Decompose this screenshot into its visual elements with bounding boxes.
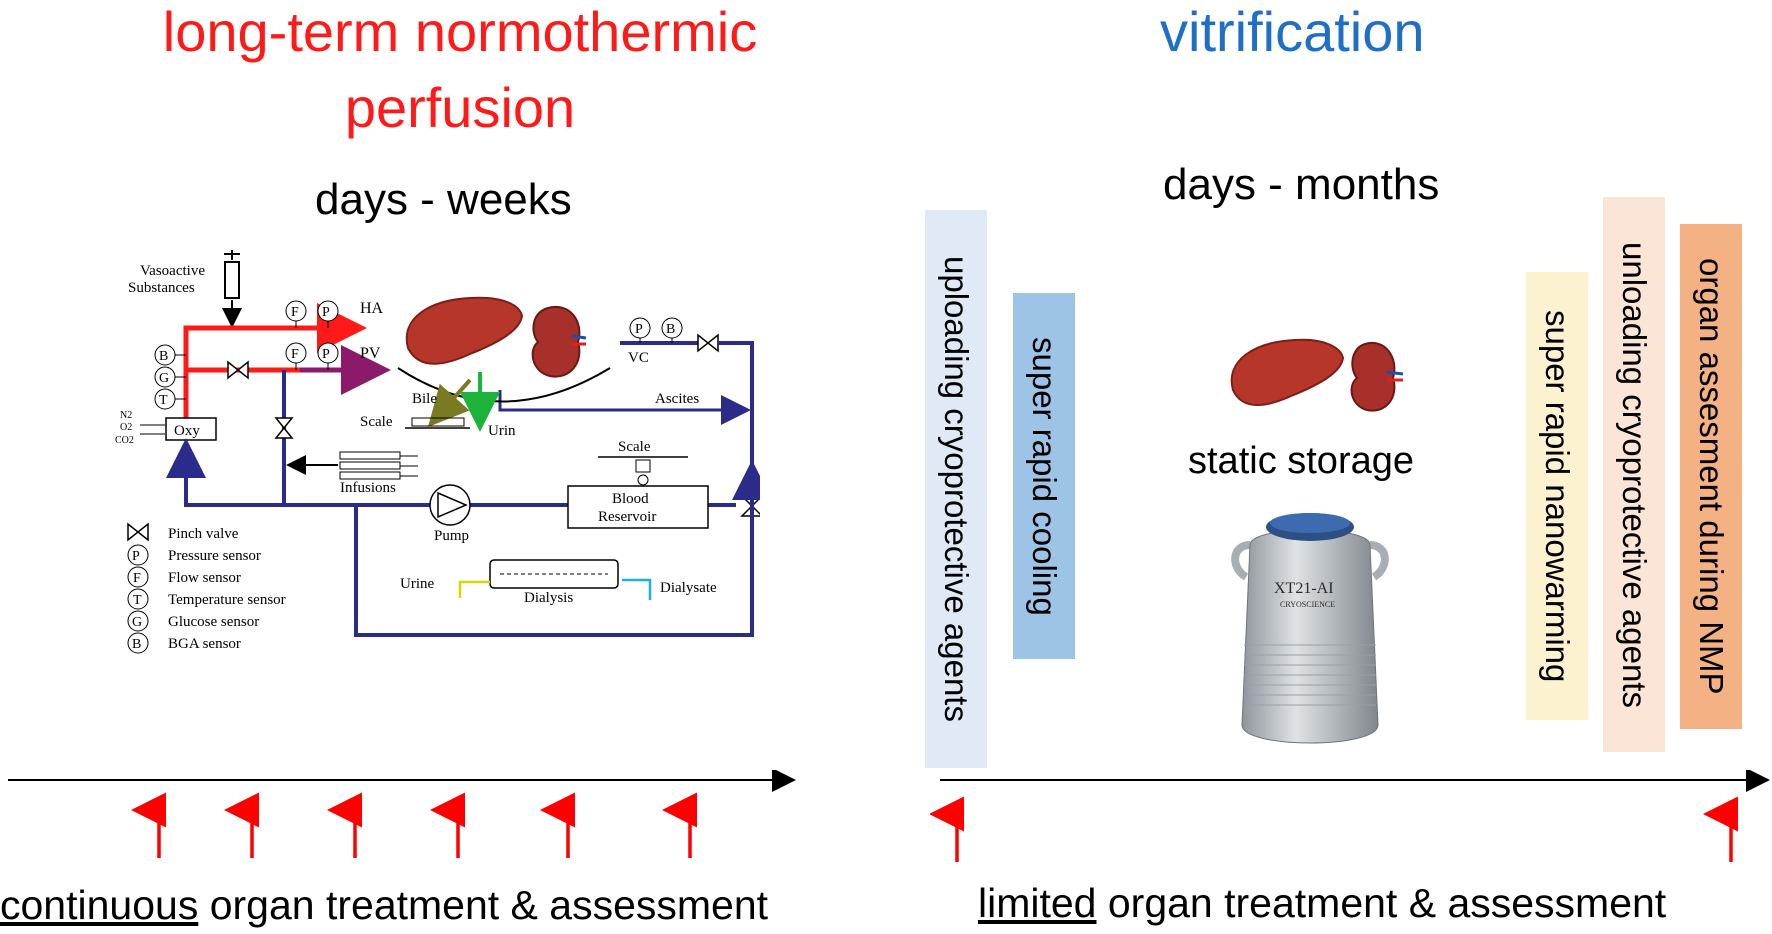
svg-text:G: G (132, 615, 142, 630)
left-caption-underlined: continuous (0, 882, 199, 928)
temperature-sensor-icon: T (154, 388, 186, 410)
legend-item-flow-sensor: F Flow sensor (127, 566, 241, 588)
dialysis-cartridge-icon (489, 559, 619, 589)
svg-text:P: P (132, 549, 140, 564)
bga-sensor-icon-vc: B (661, 317, 683, 343)
pressure-sensor-icon-ha: P (317, 300, 339, 328)
vasoactive-label-2: Substances (128, 280, 195, 296)
blood-reservoir-box (567, 485, 709, 529)
svg-text:B: B (666, 322, 675, 337)
svg-text:F: F (291, 347, 299, 362)
ascites-label: Ascites (655, 391, 699, 407)
svg-text:Glucose sensor: Glucose sensor (168, 614, 259, 630)
left-caption: continuous organ treatment & assessment (0, 882, 768, 929)
bile-scale-label: Scale (360, 414, 393, 430)
dialysate-label: Dialysate (660, 580, 717, 596)
liver-icon (1230, 338, 1345, 406)
dewar-maker: CRYOSCIENCE (1280, 600, 1335, 609)
vc-label: VC (628, 350, 649, 366)
liver-icon (405, 296, 524, 365)
infusions-label: Infusions (340, 480, 396, 496)
pv-label: PV (360, 345, 381, 362)
bile-label: Bile (412, 391, 437, 407)
left-timeline (8, 770, 796, 858)
left-title-line2: perfusion (344, 76, 576, 139)
legend-item-glucose-sensor: G Glucose sensor (127, 610, 259, 632)
svg-text:BGA sensor: BGA sensor (168, 636, 241, 652)
svg-text:Temperature sensor: Temperature sensor (168, 592, 286, 608)
svg-text:Flow sensor: Flow sensor (168, 570, 241, 586)
gas-o2: O2 (120, 422, 132, 433)
bar-super-rapid-nanowarming: super rapid nanowarming (1526, 272, 1588, 720)
right-timeline (930, 770, 1770, 862)
svg-text:T: T (159, 393, 168, 408)
svg-text:B: B (132, 637, 141, 652)
perfusion-circuit-diagram: Vasoactive Substances F P HA F P PV B G … (115, 250, 760, 654)
gas-n2: N2 (120, 410, 132, 421)
dialysis-label: Dialysis (524, 590, 573, 606)
flow-sensor-icon-pv: F (285, 342, 307, 370)
flow-sensor-icon-ha: F (285, 300, 307, 328)
syringe-icon (222, 250, 242, 328)
gas-co2: CO2 (115, 435, 134, 446)
kidney-icon (531, 305, 587, 378)
bar-uploading-cpa: uploading cryoprotective agents (925, 210, 987, 768)
legend-item-pressure-sensor: P Pressure sensor (127, 544, 261, 566)
pressure-sensor-icon-vc: P (629, 317, 651, 343)
static-storage-label: static storage (1188, 440, 1414, 482)
urine-label: Urine (400, 576, 434, 592)
bile-scale-icon (405, 417, 470, 429)
svg-text:P: P (322, 305, 330, 320)
svg-text:P: P (322, 347, 330, 362)
pressure-sensor-icon-pv: P (317, 342, 339, 370)
pump-label: Pump (434, 528, 469, 544)
svg-text:B: B (159, 349, 168, 364)
reservoir-scale-icon (598, 456, 688, 486)
circuit-legend: Pinch valve P Pressure sensor F Flow senso… (127, 522, 286, 654)
right-caption-rest: organ treatment & assessment (1096, 880, 1667, 926)
left-title-line1: long-term normothermic (162, 0, 758, 63)
right-caption: limited organ treatment & assessment (978, 880, 1666, 927)
svg-text:Pressure sensor: Pressure sensor (168, 548, 261, 564)
pinch-valve-icon-bypass (274, 417, 294, 439)
left-caption-rest: organ treatment & assessment (198, 882, 769, 928)
vasoactive-label-1: Vasoactive (140, 263, 205, 279)
pinch-valve-icon-pv (227, 360, 249, 380)
glucose-sensor-icon: G (154, 366, 186, 388)
pinch-valve-icon-vc (697, 333, 719, 353)
right-caption-underlined: limited (978, 880, 1097, 926)
svg-text:F: F (291, 305, 299, 320)
svg-text:Pinch valve: Pinch valve (168, 526, 239, 542)
left-timeline-arrows (131, 792, 697, 858)
left-title: long-term normothermic perfusion (0, 0, 920, 146)
right-duration: days - months (1163, 160, 1440, 209)
legend-item-temperature-sensor: T Temperature sensor (127, 588, 286, 610)
svg-text:G: G (159, 371, 169, 386)
legend-item-pinch-valve: Pinch valve (127, 522, 239, 542)
dewar-brand: XT21-AI (1274, 580, 1334, 597)
reservoir-scale-label: Scale (618, 439, 651, 455)
oxy-label: Oxy (174, 423, 200, 439)
bga-sensor-icon: B (154, 344, 186, 366)
right-title: vitrification (1160, 0, 1425, 63)
organs-right (1230, 338, 1404, 412)
left-duration: days - weeks (315, 175, 572, 224)
pump-icon (429, 484, 471, 526)
urin-label: Urin (488, 423, 516, 439)
organ-chamber (397, 367, 611, 403)
svg-text:P: P (635, 322, 643, 337)
kidney-icon (1350, 341, 1404, 412)
bar-organ-assessment-nmp: organ assesment during NMP (1680, 224, 1742, 729)
infusion-syringes-icon (286, 451, 418, 480)
blood-reservoir-label-2: Reservoir (598, 509, 656, 525)
svg-text:F: F (133, 571, 141, 586)
bar-super-rapid-cooling: super rapid cooling (1013, 293, 1075, 659)
legend-item-bga-sensor: B BGA sensor (127, 632, 241, 654)
cryo-dewar-image: XT21-AI CRYOSCIENCE (1231, 513, 1389, 744)
svg-text:T: T (133, 593, 142, 608)
ha-label: HA (360, 300, 384, 317)
bar-unloading-cpa: unloading cryoprotective agents (1603, 197, 1665, 752)
blood-reservoir-label-1: Blood (612, 491, 649, 507)
